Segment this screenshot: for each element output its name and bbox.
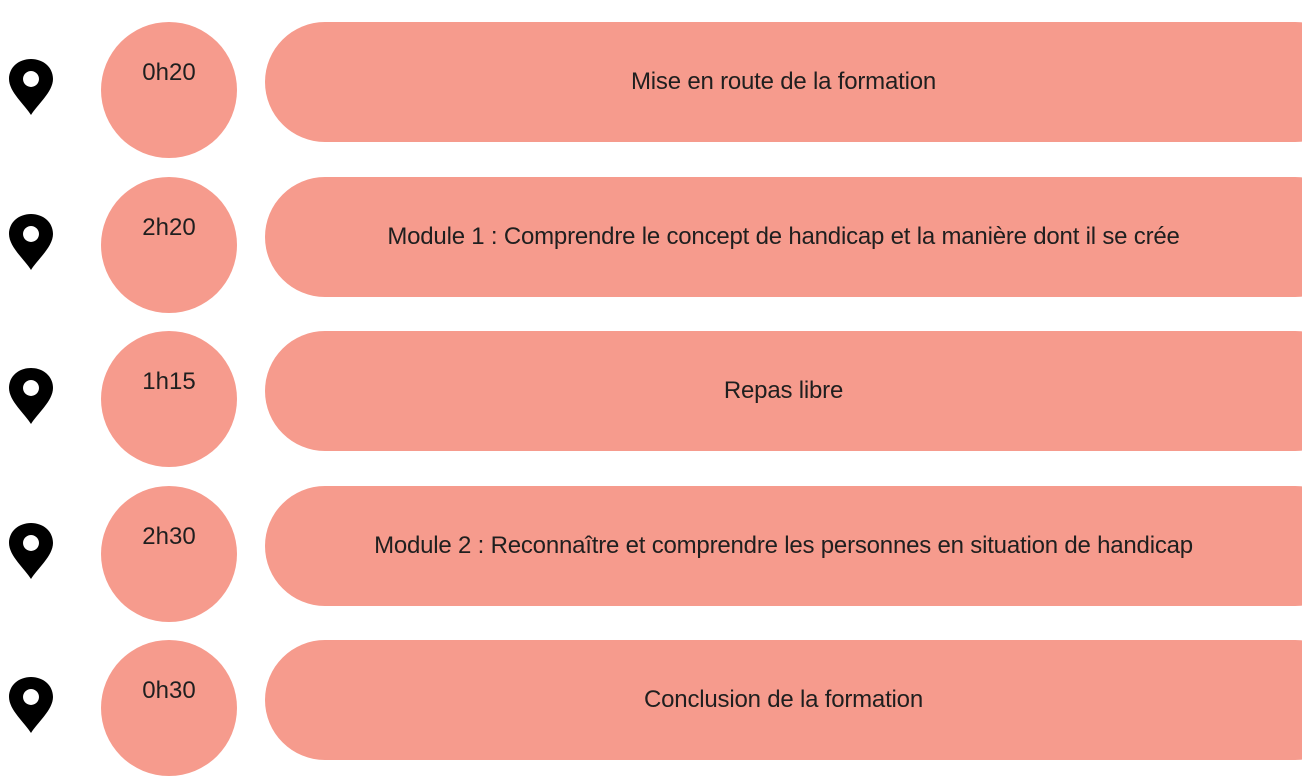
timeline-step: 1h15 Repas libre	[0, 331, 1302, 467]
step-label-pill: Repas libre	[265, 331, 1302, 451]
step-duration: 1h15	[101, 331, 237, 467]
step-label: Repas libre	[723, 377, 844, 404]
step-duration: 0h20	[101, 22, 237, 158]
step-duration: 2h30	[101, 486, 237, 622]
step-duration: 0h30	[101, 640, 237, 776]
map-pin-icon	[8, 677, 54, 733]
map-pin-icon	[8, 368, 54, 424]
step-label: Module 2 : Reconnaître et comprendre les…	[374, 532, 1193, 559]
timeline-step: 0h30 Conclusion de la formation	[0, 640, 1302, 776]
formation-timeline: 0h20 Mise en route de la formation 2h20 …	[0, 22, 1302, 776]
timeline-step: 2h30 Module 2 : Reconnaître et comprendr…	[0, 486, 1302, 622]
step-label-pill: Module 2 : Reconnaître et comprendre les…	[265, 486, 1302, 606]
step-label: Mise en route de la formation	[630, 68, 937, 95]
timeline-step: 0h20 Mise en route de la formation	[0, 22, 1302, 158]
map-pin-icon	[8, 214, 54, 270]
map-pin-icon	[8, 523, 54, 579]
step-label: Conclusion de la formation	[644, 686, 923, 713]
step-label-pill: Module 1 : Comprendre le concept de hand…	[265, 177, 1302, 297]
timeline-step: 2h20 Module 1 : Comprendre le concept de…	[0, 177, 1302, 313]
step-label-pill: Conclusion de la formation	[265, 640, 1302, 760]
map-pin-icon	[8, 59, 54, 115]
step-label: Module 1 : Comprendre le concept de hand…	[387, 223, 1180, 250]
step-duration: 2h20	[101, 177, 237, 313]
step-label-pill: Mise en route de la formation	[265, 22, 1302, 142]
